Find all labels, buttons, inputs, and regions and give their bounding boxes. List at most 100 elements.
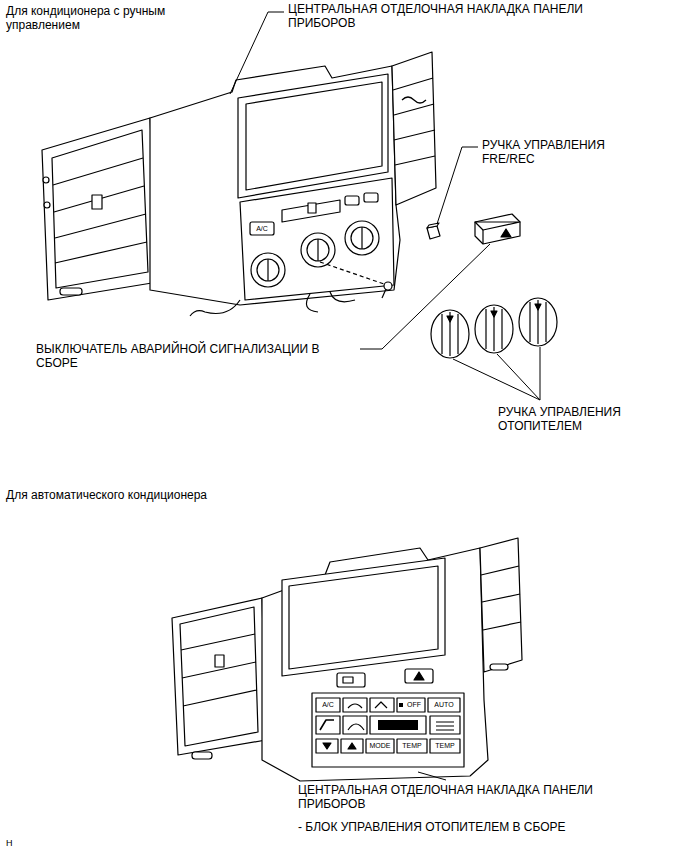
heater-control-unit <box>397 698 425 712</box>
hazard-switch <box>501 229 511 237</box>
heater-knob-sockets <box>251 253 285 287</box>
hazard-switch <box>475 214 520 244</box>
left-air-vent <box>183 690 257 706</box>
right-air-vent <box>481 566 519 575</box>
center-trim-panel <box>250 222 274 235</box>
heater-control-knob <box>475 305 513 353</box>
part-name: РУЧКА УПРАВЛЕНИЯ ОТОПИТЕЛЕМ <box>498 405 648 433</box>
heater-knob-sockets <box>301 233 335 267</box>
part-name: ВЫКЛЮЧАТЕЛЬ АВАРИЙНОЙ СИГНАЛИЗАЦИИ В СБО… <box>36 342 356 370</box>
heater-control-unit <box>316 698 340 712</box>
center-trim-panel <box>262 548 488 781</box>
heater-knob-sockets <box>267 259 268 281</box>
button-label: MODE <box>366 741 394 751</box>
left-air-vent <box>192 752 212 759</box>
heater-control-knob <box>457 314 458 354</box>
figure-code: H <box>6 836 36 850</box>
right-air-vent <box>483 622 521 630</box>
heater-control-unit <box>316 739 338 753</box>
heater-control-unit <box>348 724 364 730</box>
left-air-vent <box>54 186 144 212</box>
right-air-vent <box>402 97 426 103</box>
screw <box>320 262 384 284</box>
part-name: - БЛОК УПРАВЛЕНИЯ ОТОПИТЕЛЕМ В СБОРЕ <box>298 820 678 834</box>
heater-knob-sockets <box>361 227 362 249</box>
heater-control-unit <box>323 743 331 749</box>
heater-knob-sockets <box>307 239 329 261</box>
leader-line <box>360 244 490 349</box>
left-air-vent <box>55 242 147 263</box>
leader-line <box>418 772 446 780</box>
heater-control-unit <box>399 703 403 707</box>
wire-harness <box>330 292 355 302</box>
heater-knob-sockets <box>345 221 379 255</box>
heater-control-unit <box>343 716 367 734</box>
part-name: ЦЕНТРАЛЬНАЯ ОТДЕЛОЧНАЯ НАКЛАДКА ПАНЕЛИ П… <box>298 783 658 811</box>
leader-line <box>230 12 284 94</box>
center-trim-panel <box>364 193 378 202</box>
leader-line <box>230 12 540 400</box>
heater-control-unit <box>430 739 460 753</box>
wire-harness <box>190 292 355 316</box>
heater-control-unit <box>366 739 394 753</box>
button-label: TEMP <box>430 741 460 751</box>
hazard-switch <box>475 222 520 230</box>
heater-control-knob <box>545 302 546 342</box>
section-heading: Для кондиционера с ручным управлением <box>6 4 186 32</box>
right-air-vent <box>490 664 508 670</box>
center-trim-panel <box>345 196 359 205</box>
heater-control-knob <box>431 310 469 358</box>
heater-control-knob <box>491 311 497 317</box>
heater-control-unit <box>397 739 427 753</box>
hazard-switch <box>482 230 483 244</box>
heater-control-unit <box>378 720 418 730</box>
left-air-vent <box>92 195 102 209</box>
heater-control-knob <box>529 302 530 342</box>
hazard-switch <box>475 214 520 244</box>
button-label: A/C <box>316 700 340 710</box>
left-air-vent <box>60 288 82 295</box>
fre-rec-knob <box>427 223 440 239</box>
heater-control-unit <box>343 698 367 712</box>
leader-line <box>453 359 540 400</box>
left-air-vent <box>215 655 224 667</box>
left-air-vent <box>52 130 148 288</box>
left-air-vent <box>53 158 143 185</box>
part-name: РУЧКА УПРАВЛЕНИЯ FRE/REC <box>482 138 632 166</box>
center-trim-panel <box>308 203 316 213</box>
left-air-vent <box>55 214 146 238</box>
center-trim-panel <box>337 673 365 687</box>
heater-control-unit <box>370 716 426 734</box>
left-air-vent <box>172 598 266 755</box>
leader-line <box>497 354 540 400</box>
wire-harness <box>306 294 318 312</box>
center-trim-panel <box>282 200 340 222</box>
heater-control-unit <box>316 716 340 734</box>
button-label: AUTO <box>428 700 460 710</box>
center-trim-panel <box>414 672 424 680</box>
left-air-vent <box>42 118 158 300</box>
heater-control-unit <box>428 698 460 712</box>
center-trim-panel <box>343 677 353 683</box>
center-trim-panel <box>150 66 400 305</box>
right-air-vent <box>395 156 435 165</box>
button-label: A/C <box>250 224 274 234</box>
heater-knob-sockets <box>251 221 379 287</box>
center-trim-panel <box>238 74 388 198</box>
heater-control-knob <box>501 309 502 349</box>
left-air-vent <box>42 118 158 300</box>
heater-control-unit <box>430 716 460 734</box>
left-air-vent <box>180 607 258 746</box>
screw <box>384 282 392 290</box>
center-trim-panel <box>405 669 433 683</box>
heater-knob-sockets <box>351 227 373 249</box>
heater-control-unit <box>375 702 387 708</box>
heater-control-knob <box>441 314 442 354</box>
leader-line <box>437 147 478 224</box>
leader-line <box>418 772 446 780</box>
center-trim-panel <box>289 566 438 669</box>
left-air-vent <box>172 598 266 759</box>
heater-control-unit <box>312 693 464 767</box>
